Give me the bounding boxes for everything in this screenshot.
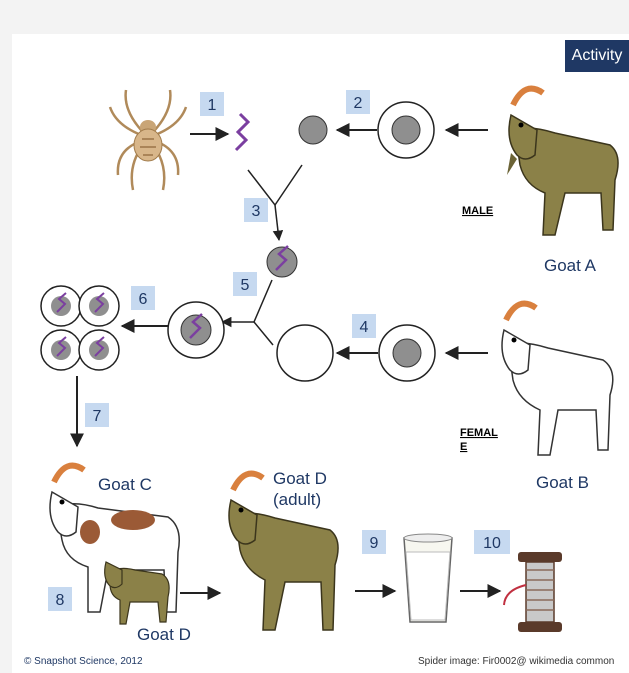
- step-3-label: 3: [252, 203, 261, 220]
- spider-icon: [110, 90, 186, 190]
- embryo-icon: [41, 286, 119, 370]
- step-9-label: 9: [370, 535, 379, 552]
- enucleated-egg: [277, 325, 333, 381]
- step-10-label: 10: [483, 535, 501, 552]
- credit-text: Spider image: Fir0002@ wikimedia common: [418, 656, 614, 667]
- female-cell: [379, 325, 435, 381]
- goat-d-kid-icon: [105, 562, 169, 624]
- copyright-text: © Snapshot Science, 2012: [24, 656, 143, 667]
- female-label-line2: E: [460, 441, 467, 453]
- goat-d-adult-label-line2: (adult): [273, 490, 321, 509]
- recombined-nucleus: [267, 246, 297, 277]
- step-6-label: 6: [139, 291, 148, 308]
- goat-d-kid-label: Goat D: [137, 625, 191, 644]
- goat-a-icon: [507, 89, 618, 235]
- female-label-line1: FEMAL: [460, 427, 498, 439]
- male-cell: [378, 102, 434, 158]
- step-1-label: 1: [208, 97, 217, 114]
- step-8-label: 8: [56, 592, 65, 609]
- male-nucleus: [299, 116, 327, 144]
- silk-spool-icon: [504, 552, 562, 632]
- step-2-label: 2: [354, 95, 363, 112]
- step-5-label: 5: [241, 277, 250, 294]
- step-4-label: 4: [360, 319, 369, 336]
- spider-gene-icon: [236, 114, 248, 150]
- fused-cell: [168, 302, 224, 358]
- goat-b-icon: [502, 304, 613, 455]
- milk-glass-icon: [404, 534, 452, 622]
- goat-a-label: Goat A: [544, 256, 597, 275]
- goat-c-label: Goat C: [98, 475, 152, 494]
- goat-d-adult-label-line1: Goat D: [273, 469, 327, 488]
- male-label: MALE: [462, 205, 493, 217]
- arrow-3: [275, 205, 279, 240]
- step-7-label: 7: [93, 408, 102, 425]
- goat-b-label: Goat B: [536, 473, 589, 492]
